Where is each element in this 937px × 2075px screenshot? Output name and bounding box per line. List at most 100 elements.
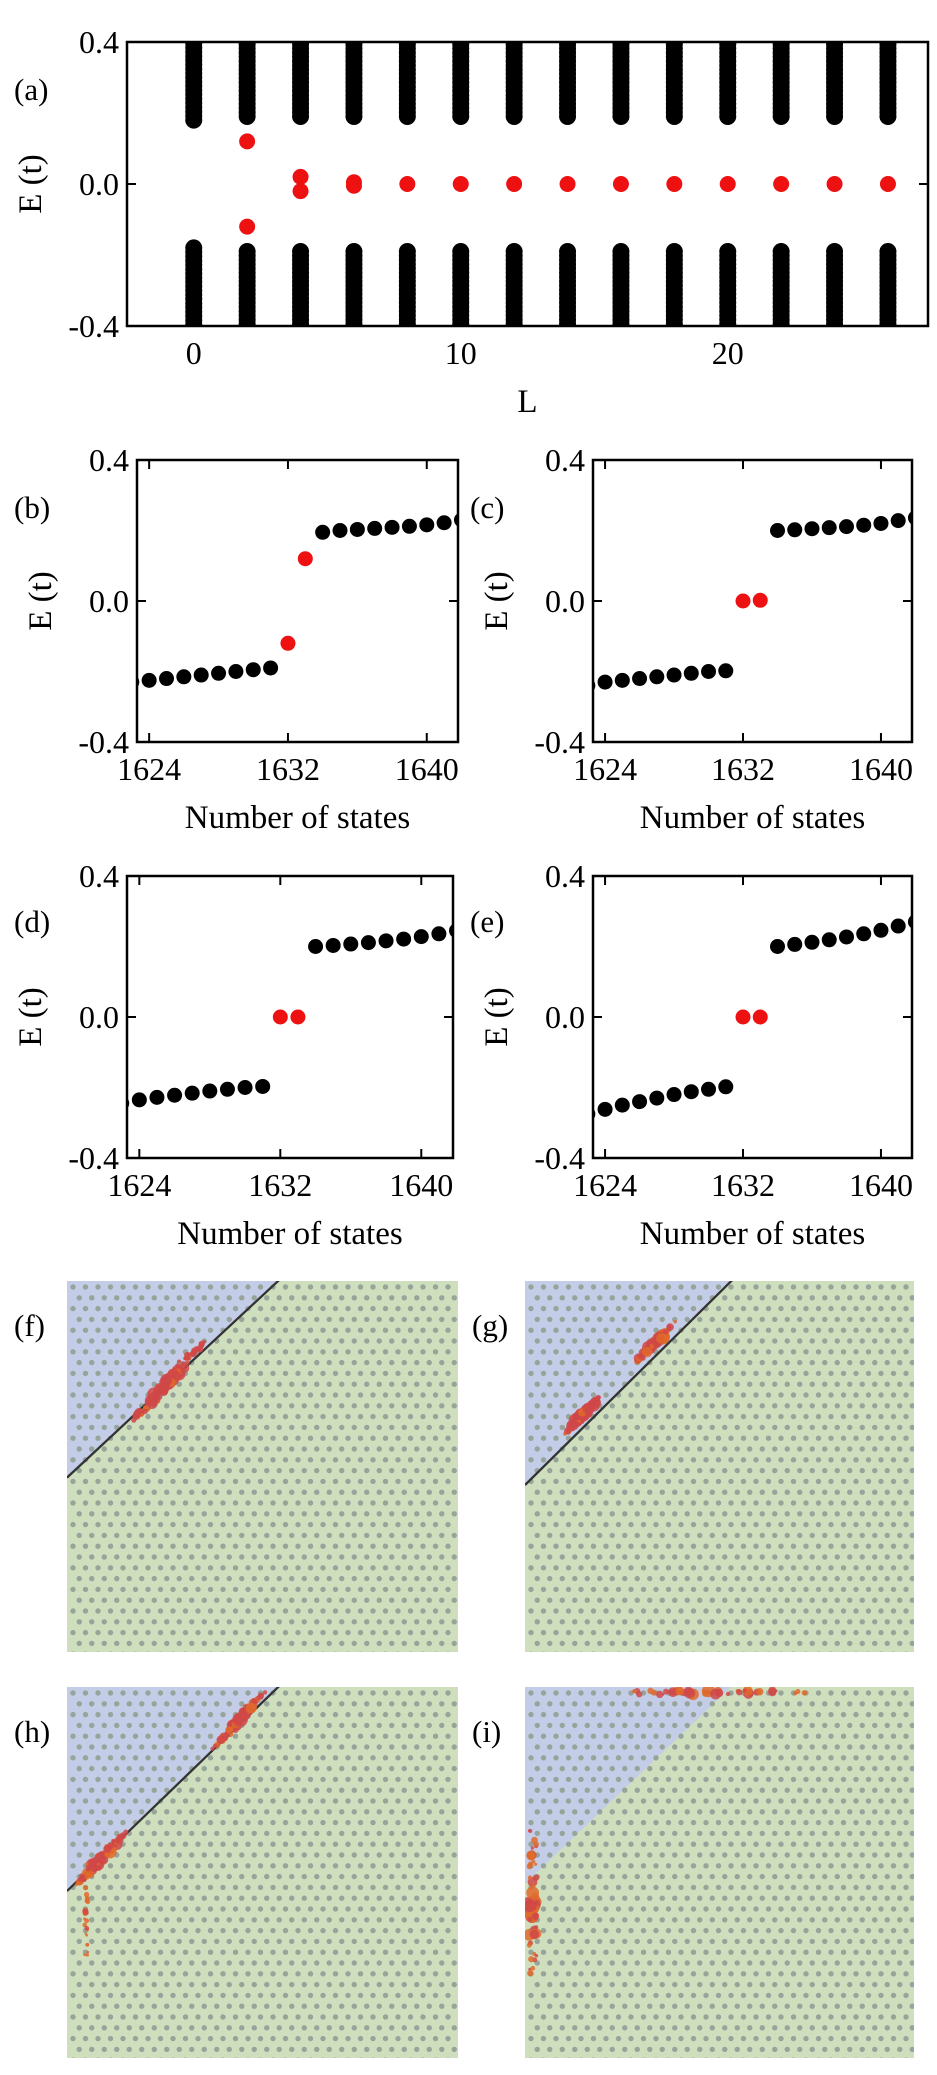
- lattice-site: [245, 1565, 251, 1571]
- lattice-site: [251, 1830, 257, 1837]
- lattice-site: [107, 1478, 114, 1485]
- lattice-site: [251, 1554, 257, 1560]
- density-dot: [97, 1864, 101, 1868]
- bulk-state-point: [666, 328, 683, 345]
- lattice-site: [145, 1457, 151, 1463]
- lattice-site: [407, 1543, 414, 1549]
- lattice-site: [909, 1424, 914, 1431]
- lattice-site: [364, 1765, 370, 1772]
- lattice-site: [307, 1305, 314, 1312]
- lattice-site: [289, 1981, 295, 1988]
- lattice-site: [345, 1884, 351, 1891]
- lattice-site: [684, 1467, 690, 1474]
- bulk-state-point: [239, 337, 256, 354]
- lattice-site: [457, 2015, 458, 2019]
- lattice-site: [357, 1284, 364, 1290]
- lattice-site: [432, 1906, 439, 1912]
- lattice-site: [772, 1359, 778, 1366]
- lattice-site: [451, 1830, 457, 1837]
- lattice-site: [301, 1938, 307, 1945]
- lattice-site: [778, 1305, 784, 1312]
- lattice-site: [245, 1370, 251, 1377]
- lattice-site: [903, 1413, 909, 1420]
- bulk-state-point: [343, 936, 359, 952]
- lattice-site: [540, 1413, 547, 1420]
- lattice-site: [464, 1576, 469, 1581]
- lattice-site: [189, 1809, 195, 1815]
- lattice-site: [803, 1392, 809, 1398]
- lattice-site: [590, 1586, 597, 1593]
- bulk-state-point: [770, 523, 786, 538]
- lattice-site: [339, 1338, 345, 1344]
- lattice-site: [107, 1863, 114, 1869]
- lattice-site: [834, 1554, 840, 1560]
- lattice-site: [83, 1651, 88, 1652]
- lattice-site: [916, 1608, 921, 1613]
- lattice-site: [101, 1917, 107, 1923]
- lattice-site: [847, 1295, 853, 1301]
- lattice-site: [195, 1413, 201, 1420]
- lattice-site: [357, 1841, 364, 1847]
- bulk-state-point: [907, 511, 912, 525]
- lattice-site: [470, 1950, 475, 1955]
- lattice-site: [70, 1776, 76, 1783]
- lattice-site: [114, 1511, 120, 1517]
- lattice-site: [916, 1522, 921, 1527]
- lattice-site: [909, 1701, 914, 1707]
- lattice-site: [170, 1284, 176, 1290]
- lattice-site: [407, 1690, 414, 1696]
- lattice-site: [847, 1381, 853, 1387]
- lattice-site: [640, 1629, 647, 1636]
- lattice-site: [157, 1776, 164, 1783]
- lattice-site: [220, 1711, 226, 1718]
- lattice-site: [765, 1392, 772, 1398]
- lattice-site: [464, 1896, 469, 1901]
- lattice-site: [157, 1284, 164, 1290]
- lattice-site: [628, 1711, 634, 1718]
- lattice-site: [903, 1500, 909, 1506]
- lattice-site: [584, 1597, 590, 1603]
- lattice-site: [189, 1532, 195, 1539]
- bulk-state-point: [787, 936, 803, 952]
- lattice-site: [396, 1651, 400, 1652]
- lattice-site: [834, 1295, 840, 1301]
- lattice-site: [534, 1446, 540, 1452]
- bulk-state-point: [683, 1084, 699, 1100]
- lattice-site: [916, 1500, 921, 1505]
- lattice-site: [784, 1640, 790, 1647]
- lattice-site: [245, 1992, 251, 1999]
- lattice-site: [232, 1798, 239, 1804]
- lattice-site: [684, 1554, 690, 1560]
- edge-state-point: [239, 218, 256, 235]
- lattice-site: [759, 1489, 765, 1495]
- bulk-state-point: [804, 934, 820, 950]
- lattice-site: [715, 1392, 722, 1398]
- lattice-site: [840, 1305, 847, 1312]
- lattice-site: [257, 1457, 264, 1463]
- lattice-site: [189, 1597, 195, 1603]
- lattice-site: [389, 2068, 394, 2073]
- lattice-site: [407, 1971, 414, 1977]
- lattice-site: [257, 1906, 264, 1912]
- lattice-site: [928, 1371, 933, 1376]
- lattice-site: [164, 1575, 170, 1582]
- lattice-site: [622, 1511, 628, 1517]
- lattice-site: [928, 1565, 933, 1570]
- lattice-site: [684, 1446, 690, 1452]
- x-axis-title: Number of states: [640, 1216, 865, 1252]
- lattice-site: [647, 1446, 653, 1452]
- lattice-site: [264, 1532, 270, 1539]
- lattice-site: [470, 1522, 475, 1527]
- density-dot: [74, 1883, 78, 1887]
- lattice-site: [897, 1554, 903, 1560]
- lattice-site: [126, 1511, 132, 1517]
- lattice-site: [170, 1863, 176, 1869]
- lattice-site: [201, 1511, 207, 1517]
- lattice-site: [797, 1403, 803, 1409]
- lattice-site: [176, 1809, 182, 1815]
- lattice-site: [916, 1392, 921, 1397]
- lattice-site: [351, 1446, 357, 1452]
- lattice-site: [295, 1349, 301, 1355]
- lattice-site: [401, 1981, 407, 1988]
- lattice-site: [326, 1830, 332, 1837]
